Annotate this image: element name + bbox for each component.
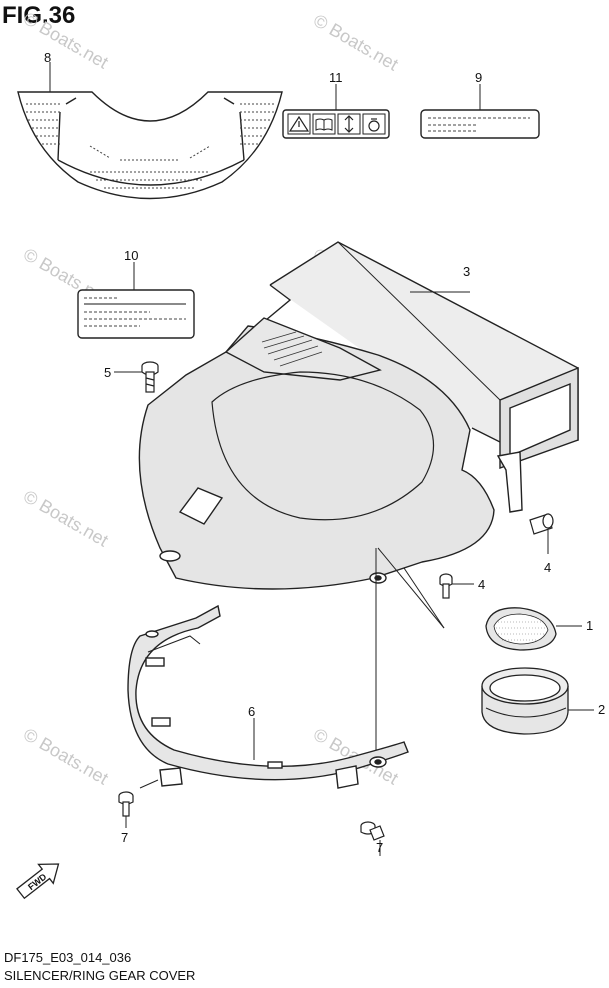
- fwd-arrow-icon: FWD: [16, 863, 60, 900]
- watermark: © Boats.net: [20, 724, 112, 788]
- callout-11: 11: [329, 70, 343, 85]
- callout-4: 4: [544, 560, 551, 575]
- callout-6: 6: [248, 704, 255, 719]
- callout-4: 4: [478, 577, 485, 592]
- part-7-bolt-right: [360, 821, 385, 856]
- callout-8: 8: [44, 50, 51, 65]
- warning-triangle-icon: [287, 113, 311, 135]
- part-4-bolt-middle: [439, 573, 474, 599]
- part-1-cap: [485, 607, 582, 651]
- part-3-silencer-cover: [138, 241, 579, 590]
- figure-caption: SILENCER/RING GEAR COVER: [4, 968, 196, 983]
- part-5-bolt: [114, 361, 159, 393]
- callout-7: 7: [121, 830, 128, 845]
- leader-lines: [375, 547, 445, 760]
- pull-ring-icon: [362, 113, 386, 135]
- watermark: © Boats.net: [20, 486, 112, 550]
- part-4-bolt-right: [529, 513, 554, 554]
- watermark: © Boats.net: [310, 10, 402, 74]
- part-6-ring-gear-cover: [127, 604, 409, 789]
- callout-3: 3: [463, 264, 470, 279]
- callout-5: 5: [104, 365, 111, 380]
- part-11-warning-label: [282, 84, 390, 139]
- part-8-label-sticker: [17, 62, 283, 200]
- part-9-label: [420, 84, 540, 139]
- figure-code: DF175_E03_014_036: [4, 950, 132, 965]
- callout-9: 9: [475, 70, 482, 85]
- part-2-grommet: [481, 667, 594, 735]
- watermark: © Boats.net: [20, 8, 112, 72]
- part-7-bolt-left: [118, 779, 159, 828]
- manual-book-icon: [312, 113, 336, 135]
- callout-7: 7: [376, 840, 383, 855]
- callout-10: 10: [124, 248, 138, 263]
- up-down-arrow-icon: [337, 113, 361, 135]
- callout-2: 2: [598, 702, 605, 717]
- callout-1: 1: [586, 618, 593, 633]
- figure-title: FIG.36: [2, 2, 76, 29]
- part-10-label: [77, 262, 195, 339]
